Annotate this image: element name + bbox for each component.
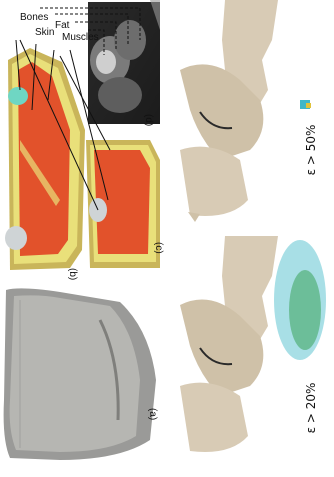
panel-c-tissue-section [86, 140, 160, 268]
svg-text:Muscles: Muscles [62, 32, 99, 43]
panel-label-b: (b) [67, 268, 78, 280]
panel-d-ct-image [88, 0, 160, 124]
bone-model-top [180, 0, 311, 222]
strain-label-top: ε > 50% [304, 125, 318, 176]
svg-text:Fat: Fat [55, 20, 70, 31]
strain-label-bottom: ε > 20% [304, 383, 318, 434]
tissue-label-fat: Fat [55, 20, 70, 31]
svg-text:ε > 50%: ε > 50% [304, 125, 318, 176]
panel-label-a: (a) [147, 408, 158, 420]
heatmap-strain-bottom [274, 240, 326, 360]
panel-label-c: (c) [153, 242, 164, 254]
svg-text:ε > 20%: ε > 20% [304, 383, 318, 434]
tissue-label-skin: Skin [35, 27, 54, 38]
bone-model-bottom [180, 236, 278, 452]
panel-a-mesh-model [4, 288, 156, 460]
svg-text:Bones: Bones [20, 12, 48, 23]
tissue-label-bones: Bones [20, 12, 48, 23]
tissue-label-muscles: Muscles [62, 32, 99, 43]
svg-text:Skin: Skin [35, 27, 54, 38]
panel-label-d: (d) [143, 114, 154, 126]
